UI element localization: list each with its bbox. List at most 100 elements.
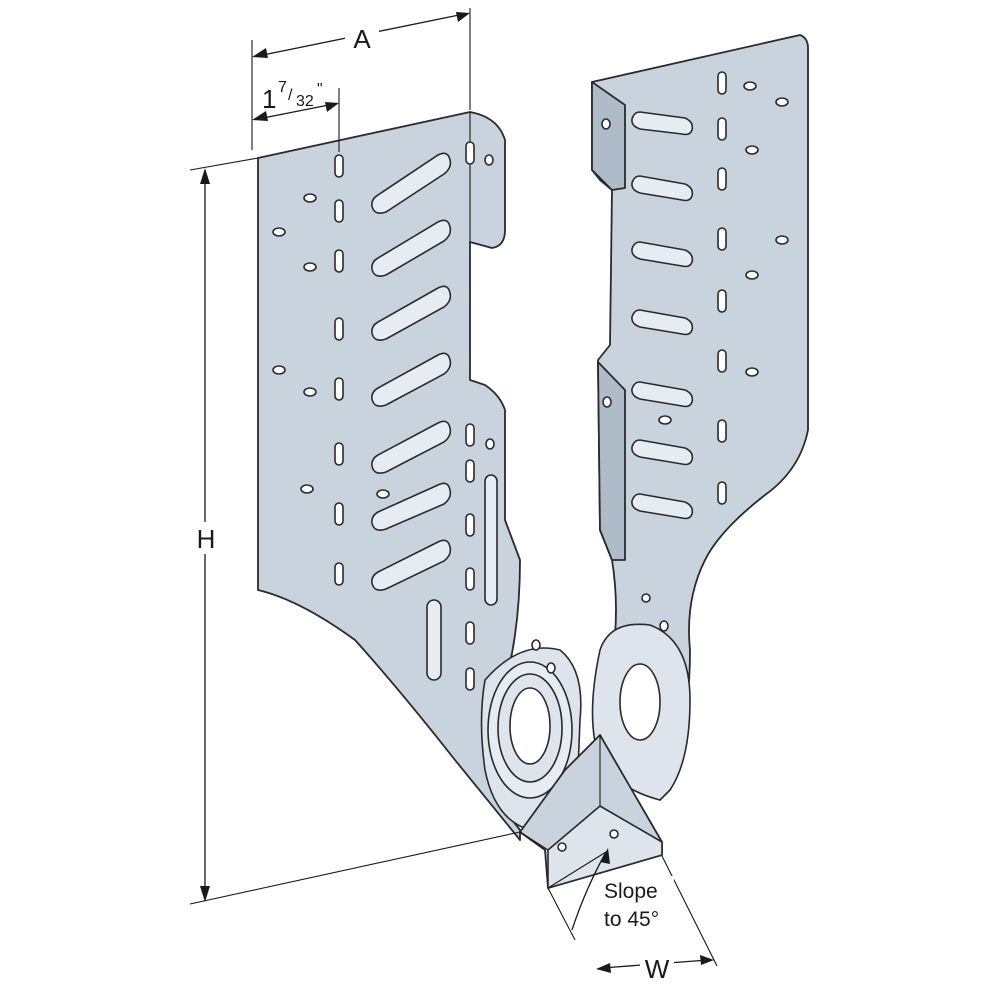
long-slot — [484, 474, 498, 606]
dim-a-label-bg — [345, 22, 379, 52]
rib — [631, 175, 694, 202]
rib — [371, 539, 452, 591]
nail-hole — [659, 620, 669, 632]
rib — [371, 420, 452, 474]
slot — [334, 377, 344, 401]
slope-note-line1: Slope — [604, 880, 658, 903]
rib — [631, 381, 694, 408]
nail-hole — [303, 193, 317, 203]
dim-offset-denominator: 32 — [296, 93, 314, 110]
nail-hole — [658, 415, 672, 425]
right-fold-strip — [597, 361, 626, 561]
nail-hole — [303, 262, 317, 272]
slope-axis-line — [547, 851, 607, 889]
rib — [631, 111, 694, 136]
rib — [631, 309, 694, 336]
nail-hole — [743, 81, 757, 91]
nail-hole — [376, 489, 390, 499]
seat-front — [547, 805, 663, 889]
rib — [371, 285, 452, 341]
rib — [631, 439, 694, 466]
nail-hole — [272, 365, 286, 375]
dim-offset-arrow-left — [252, 111, 268, 121]
nail-hole — [745, 145, 759, 155]
dim-w-arrow-right — [700, 955, 714, 965]
rib — [371, 482, 452, 531]
dim-offset-slash: / — [288, 87, 293, 104]
slot — [465, 621, 475, 645]
slot — [465, 459, 475, 483]
slot — [334, 154, 344, 178]
nail-hole — [602, 396, 612, 408]
dim-w-label-bg — [640, 952, 674, 984]
dim-h-label-bg — [192, 522, 220, 554]
ext-line-w-left — [547, 887, 576, 941]
rib — [371, 352, 452, 407]
slot — [717, 227, 727, 251]
slot — [717, 167, 727, 191]
right-slot-column — [717, 71, 727, 505]
dim-offset-arrow-right — [325, 102, 339, 112]
nail-hole — [745, 367, 759, 377]
large-hole — [619, 663, 661, 741]
dim-w-arrow-left — [596, 963, 611, 973]
nail-hole — [546, 662, 556, 674]
slot — [334, 502, 344, 526]
nail-hole — [775, 97, 789, 107]
rib — [631, 493, 694, 520]
dim-h-label: H — [197, 524, 216, 554]
rib — [631, 241, 694, 268]
nail-hole — [300, 484, 314, 494]
slot — [465, 567, 475, 591]
right-ribs — [631, 111, 694, 520]
slope-note-line2: to 45° — [604, 908, 659, 931]
nail-hole — [609, 829, 619, 839]
dim-a-arrow-right — [456, 12, 470, 22]
seat-edge — [519, 831, 549, 851]
nail-hole — [601, 118, 611, 130]
nail-hole — [485, 438, 495, 450]
left-ribs — [371, 152, 452, 591]
slot — [465, 141, 475, 165]
right-holes — [601, 81, 789, 425]
nail-hole — [641, 593, 651, 603]
slot — [334, 562, 344, 586]
left-slot-column — [334, 154, 344, 586]
dim-h-arrow-top — [200, 168, 210, 184]
left-holes — [272, 154, 495, 499]
slot — [465, 513, 475, 537]
slope-note-bg — [598, 876, 674, 934]
nail-hole — [775, 235, 789, 245]
dim-h-arrow-bottom — [200, 886, 210, 902]
slope-arc-arrow — [600, 848, 610, 864]
dim-w-label: W — [645, 954, 670, 984]
dim-a-arrow-left — [252, 48, 268, 58]
rib — [371, 219, 452, 277]
slot — [334, 317, 344, 341]
dim-offset-whole: 1 — [262, 84, 276, 114]
nail-hole — [484, 154, 494, 166]
ext-line-h-bottom — [189, 831, 521, 905]
nail-hole — [272, 227, 286, 237]
slot — [334, 249, 344, 273]
slot — [717, 349, 727, 373]
dim-offset-label: 1 7 / 32 " — [262, 79, 323, 114]
slot — [465, 667, 475, 691]
nail-hole — [531, 639, 541, 651]
slot — [717, 71, 727, 95]
rib — [371, 152, 452, 214]
nail-hole — [557, 842, 567, 852]
slot — [717, 419, 727, 443]
slot — [717, 481, 727, 505]
slot — [334, 199, 344, 223]
slot — [717, 117, 727, 141]
dim-offset-numerator: 7 — [278, 79, 287, 96]
nail-hole — [303, 387, 317, 397]
ext-line-w-right — [661, 855, 718, 967]
slot — [334, 442, 344, 466]
long-slot — [426, 599, 442, 681]
large-hole — [509, 687, 551, 765]
ext-line-h-top — [189, 157, 259, 171]
